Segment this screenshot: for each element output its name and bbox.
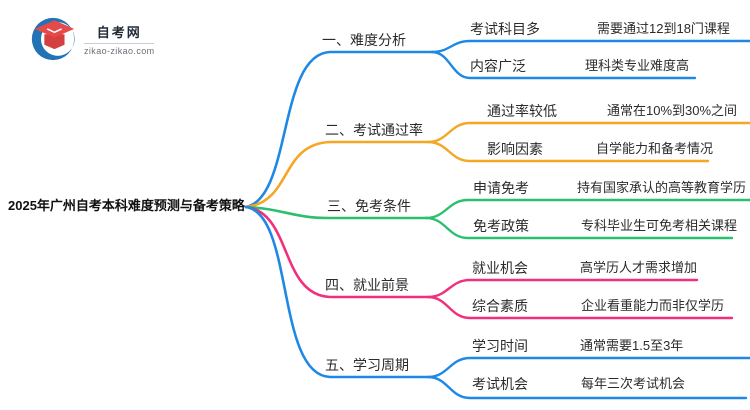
branch-4-label: 四、就业前景: [325, 277, 409, 293]
site-logo: 自考网 zikao-zikao.com: [28, 14, 155, 64]
branch-4-child-2-line: [426, 295, 734, 320]
branch-2-main-line: [244, 140, 430, 209]
branch-1-child-1-label: 考试科目多: [470, 21, 540, 37]
branch-5-main-line: [244, 205, 430, 379]
branch-3-child-1-label: 申请免考: [473, 180, 529, 196]
branch-2-child-1-value: 通常在10%到30%之间: [607, 103, 738, 118]
branch-1-main-line: [244, 50, 434, 209]
branch-4-child-2-label: 综合素质: [472, 298, 528, 314]
branch-5-label: 五、学习周期: [325, 357, 409, 373]
branch-2-child-1-label: 通过率较低: [487, 103, 557, 119]
central-topic: 2025年广州自考本科难度预测与备考策略: [8, 198, 245, 213]
branch-5-child-2-line: [426, 375, 748, 400]
branch-3-label: 三、免考条件: [327, 198, 411, 214]
branch-4-child-2-value: 企业看重能力而非仅学历: [581, 298, 725, 313]
branch-4-main-line: [244, 205, 430, 299]
logo-cap-base-shape: [44, 34, 65, 50]
logo-graduation-cap-icon: [31, 17, 75, 61]
branch-3-child-2-line: [424, 216, 734, 240]
branch-3-child-1-line: [424, 198, 750, 220]
logo-cap-chevron: [46, 28, 62, 34]
branch-3-child-1-value: 持有国家承认的高等教育学历: [577, 180, 747, 195]
branch-3-child-2-label: 免考政策: [473, 218, 529, 234]
branch-1-child-1-line: [430, 39, 750, 54]
branch-3-main-line: [244, 205, 428, 220]
branch-2-child-2-line: [426, 140, 710, 163]
branch-2-child-2-label: 影响因素: [487, 141, 543, 157]
branch-2-child-1-line: [426, 121, 750, 144]
branch-1-child-2-value: 理科类专业难度高: [585, 58, 690, 73]
logo-divider: [84, 43, 155, 44]
branch-5-child-1-value: 通常需要1.5至3年: [580, 338, 684, 353]
logo-site-name: 自考网: [96, 25, 142, 40]
branch-2-child-2-value: 自学能力和备考情况: [596, 141, 714, 156]
branch-4-child-1-value: 高学历人才需求增加: [580, 260, 698, 275]
branch-1-child-2-label: 内容广泛: [470, 58, 526, 74]
logo-site-url: zikao-zikao.com: [84, 46, 155, 56]
branch-1-child-2-line: [430, 50, 697, 80]
branch-1-label: 一、难度分析: [322, 32, 406, 48]
branch-5-child-1-label: 学习时间: [472, 338, 528, 354]
branch-4-child-1-line: [426, 278, 699, 299]
branch-5-child-2-label: 考试机会: [472, 376, 528, 392]
branch-2-label: 二、考试通过率: [325, 122, 423, 138]
branch-4-child-1-label: 就业机会: [472, 260, 528, 276]
branch-1-child-1-value: 需要通过12到18门课程: [597, 21, 730, 36]
branch-3-child-2-value: 专科毕业生可免考相关课程: [581, 218, 738, 233]
branch-5-child-1-line: [426, 356, 750, 379]
branch-5-child-2-value: 每年三次考试机会: [581, 376, 686, 391]
